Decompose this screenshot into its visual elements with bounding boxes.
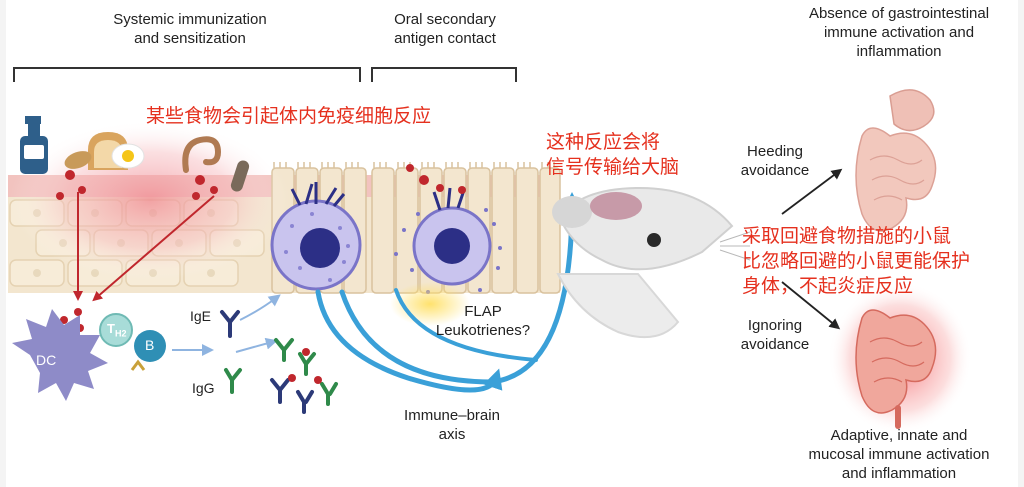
healthy-gut bbox=[855, 89, 937, 232]
ignoring-label: Ignoring avoidance bbox=[720, 316, 830, 354]
ignoring-line2: avoidance bbox=[740, 336, 810, 353]
parasite-icon bbox=[182, 136, 222, 173]
mouse-brain bbox=[590, 192, 642, 220]
igg-label: IgG bbox=[192, 380, 215, 396]
brain-signal-line1: 这种反应会将 bbox=[546, 131, 661, 153]
sensitization-glow bbox=[10, 120, 290, 280]
bottle-icon bbox=[20, 116, 48, 174]
outcome-top-line1: Absence of gastrointestinal bbox=[808, 5, 990, 22]
th2-cell bbox=[99, 313, 133, 347]
outcome-top-line2: immune activation and bbox=[823, 24, 975, 41]
brain-signal-line2: 信号传输给大脑 bbox=[546, 156, 680, 178]
antigen-uptake-arrows bbox=[73, 192, 215, 302]
phase1-line1: Systemic immunization bbox=[113, 11, 267, 28]
phase1-line2: and sensitization bbox=[134, 30, 246, 47]
phase-sensitization-label: Systemic immunization and sensitization bbox=[70, 10, 310, 48]
b-cell-label: B bbox=[145, 337, 155, 353]
axis-line1: Immune–brain bbox=[404, 407, 500, 424]
heeding-label: Heeding avoidance bbox=[720, 142, 830, 180]
igg-antibodies bbox=[224, 338, 338, 414]
mast-cell-2 bbox=[394, 164, 502, 294]
bracket-sensitization bbox=[13, 67, 361, 82]
ige-label: IgE bbox=[190, 308, 212, 324]
dc-label: DC bbox=[36, 352, 57, 368]
heeding-line1: Heeding bbox=[747, 143, 803, 160]
phase2-line2: antigen contact bbox=[394, 30, 496, 47]
outcome-bottom-label: Adaptive, innate and mucosal immune acti… bbox=[784, 426, 1014, 483]
egg-icon bbox=[111, 143, 145, 169]
bacterium-icon bbox=[230, 160, 250, 192]
decision-arrows bbox=[781, 168, 843, 330]
mediators-label: FLAP Leukotrienes? bbox=[418, 302, 548, 340]
phase-oral-label: Oral secondary antigen contact bbox=[370, 10, 520, 48]
food-items bbox=[20, 116, 250, 192]
heeding-line2: avoidance bbox=[740, 162, 810, 179]
outcome-top-label: Absence of gastrointestinal immune activ… bbox=[784, 4, 1014, 61]
outcome-bottom-line1: Adaptive, innate and bbox=[830, 427, 968, 444]
th2-sub: H2 bbox=[114, 328, 127, 339]
phase2-line1: Oral secondary bbox=[394, 11, 496, 28]
outcome-bottom-line3: and inflammation bbox=[841, 465, 957, 482]
bracket-oral-contact bbox=[371, 67, 517, 82]
phase-brackets bbox=[13, 67, 517, 82]
th2-label: TH2 bbox=[107, 321, 126, 339]
th2-main: T bbox=[107, 321, 115, 336]
dendritic-cell bbox=[12, 309, 108, 401]
ignoring-line1: Ignoring bbox=[747, 317, 803, 334]
mouse-illustration bbox=[552, 186, 751, 339]
annotation-food-reaction: 某些食物会引起体内免疫细胞反应 bbox=[146, 105, 432, 127]
cell-arrows bbox=[172, 294, 281, 356]
mice-compare-line2: 比忽略回避的小鼠更能保护 bbox=[742, 250, 971, 272]
flap-text: FLAP bbox=[464, 303, 502, 320]
immune-brain-axis-label: Immune–brain axis bbox=[392, 406, 512, 444]
outcome-bottom-line2: mucosal immune activation bbox=[808, 446, 990, 463]
immune-brain-axis-arrows bbox=[315, 192, 582, 393]
b-cell bbox=[134, 330, 166, 362]
annotation-brain-signal: 这种反应会将 信号传输给大脑 bbox=[546, 130, 679, 180]
inflamed-gut bbox=[828, 282, 972, 434]
ige-antibodies bbox=[220, 310, 240, 338]
peanut-icon bbox=[64, 151, 92, 169]
axis-line2: axis bbox=[438, 426, 466, 443]
mice-compare-line3: 身体，不起炎症反应 bbox=[742, 275, 914, 297]
outcome-top-line3: inflammation bbox=[856, 43, 942, 60]
mice-compare-line1: 采取回避食物措施的小鼠 bbox=[742, 225, 952, 247]
mast-cell-1 bbox=[270, 182, 362, 291]
annotation-mice-compare: 采取回避食物措施的小鼠 比忽略回避的小鼠更能保护 身体，不起炎症反应 bbox=[742, 224, 970, 299]
leukotrienes-text: Leukotrienes? bbox=[435, 322, 531, 339]
